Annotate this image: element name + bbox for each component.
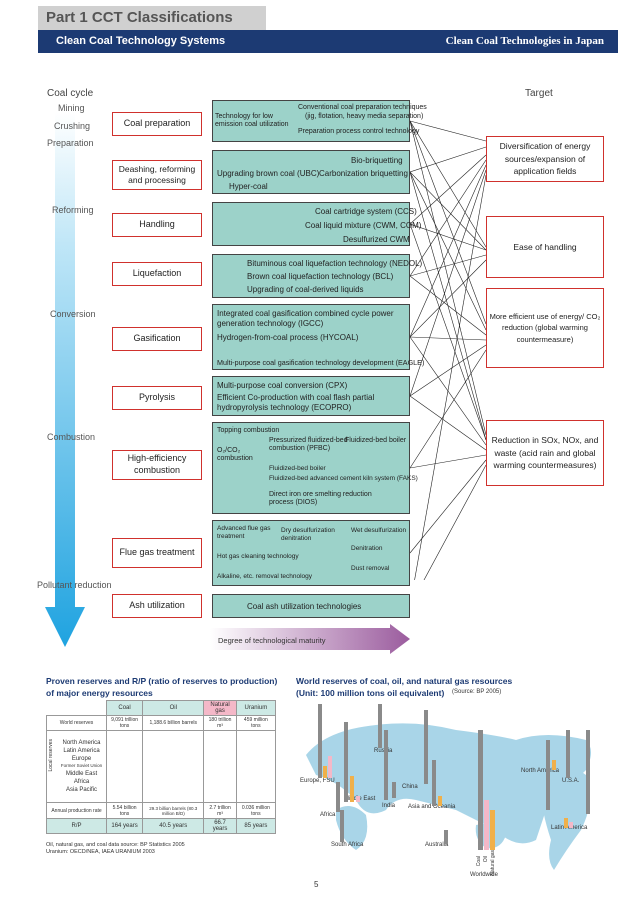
region-worldwide: Worldwide [470,872,498,878]
stage-pollutant-reduction: Pollutant reduction [37,580,112,590]
process-flue-gas-treatment: Flue gas treatment [112,538,202,568]
maturity-arrow [210,624,410,654]
part-title: Part 1 CCT Classifications [46,9,233,26]
header-left-title: Clean Coal Technology Systems [56,35,226,47]
header-right-title: Clean Coal Technologies in Japan [445,35,604,47]
process-liquefaction: Liquefaction [112,262,202,286]
tech-box-pyrolysis: Multi-purpose coal conversion (CPX) Effi… [212,376,410,416]
target-efficiency: More efficient use of energy/ CO₂ reduct… [486,288,604,368]
tech-box-ash: Coal ash utilization technologies [212,594,410,618]
world-map-title-1: World reserves of coal, oil, and natural… [296,676,513,686]
stage-crushing: Crushing [54,121,91,131]
tech-box-deashing: Bio-briquetting Upgrading brown coal (UB… [212,150,410,194]
target-title: Target [525,88,553,99]
tech-box-flue-gas: Advanced flue gas treatment Dry desulfur… [212,520,410,586]
maturity-label: Degree of technological maturity [218,636,326,645]
process-pyrolysis: Pyrolysis [112,386,202,410]
legend-oil: Oil [483,856,489,863]
region-russia: Russia [374,748,393,754]
reserves-note-1: Oil, natural gas, and coal data source: … [46,842,185,848]
world-map-source: (Source: BP 2005) [452,689,502,695]
process-high-efficiency-combustion: High-efficiency combustion [112,450,202,480]
coal-cycle-title: Coal cycle [47,88,94,99]
region-europe-fsu: Europe, FSU [300,778,335,784]
stage-conversion: Conversion [50,309,96,319]
stage-preparation: Preparation [47,138,94,148]
region-africa: Africa [320,812,336,818]
tech-box-gasification: Integrated coal gasification combined cy… [212,304,424,370]
stage-mining: Mining [58,103,85,113]
region-china: China [402,784,418,790]
region-australia: Australia [425,842,449,848]
connector-lines [410,120,487,580]
legend-coal: Coal [476,856,482,867]
reserves-title-1: Proven reserves and R/P (ratio of reserv… [46,676,278,686]
world-reserves-bars [318,704,590,850]
region-north-america: North America [521,768,560,774]
header-bar [38,30,618,53]
tech-box-preparation: Technology for low emission coal utiliza… [212,100,427,142]
reserves-title-2: of major energy resources [46,688,153,698]
legend-natural-gas: Natural gas [490,850,496,876]
region-south-africa: South Africa [331,842,364,848]
tech-box-liquefaction: Bituminous coal liquefaction technology … [212,254,422,298]
region-asia-oceania: Asia and Oceania [408,804,456,810]
target-ease-of-handling: Ease of handling [486,216,604,278]
target-diversification: Diversification of energy sources/expans… [486,136,604,182]
stage-combustion: Combustion [47,432,96,442]
page-number: 5 [314,880,319,889]
region-india: India [382,803,396,809]
world-map-title-2: (Unit: 100 million tons oil equivalent) [296,688,445,698]
process-gasification: Gasification [112,327,202,351]
stage-reforming: Reforming [52,205,94,215]
reserves-note-2: Uranium: OECD/NEA, IAEA URANIUM 2003 [46,849,155,855]
process-ash-utilization: Ash utilization [112,594,202,618]
tech-box-handling: Coal cartridge system (CCS) Coal liquid … [212,202,421,246]
tech-box-combustion: Topping combustion Pressurized fluidized… [212,422,418,514]
target-reduction: Reduction in SOx, NOx, and waste (acid r… [486,420,604,486]
process-handling: Handling [112,213,202,237]
process-coal-preparation: Coal preparation [112,112,202,136]
coal-cycle-arrow [45,112,85,647]
region-usa: U.S.A. [562,778,580,784]
process-deashing: Deashing, reforming and processing [112,160,202,190]
